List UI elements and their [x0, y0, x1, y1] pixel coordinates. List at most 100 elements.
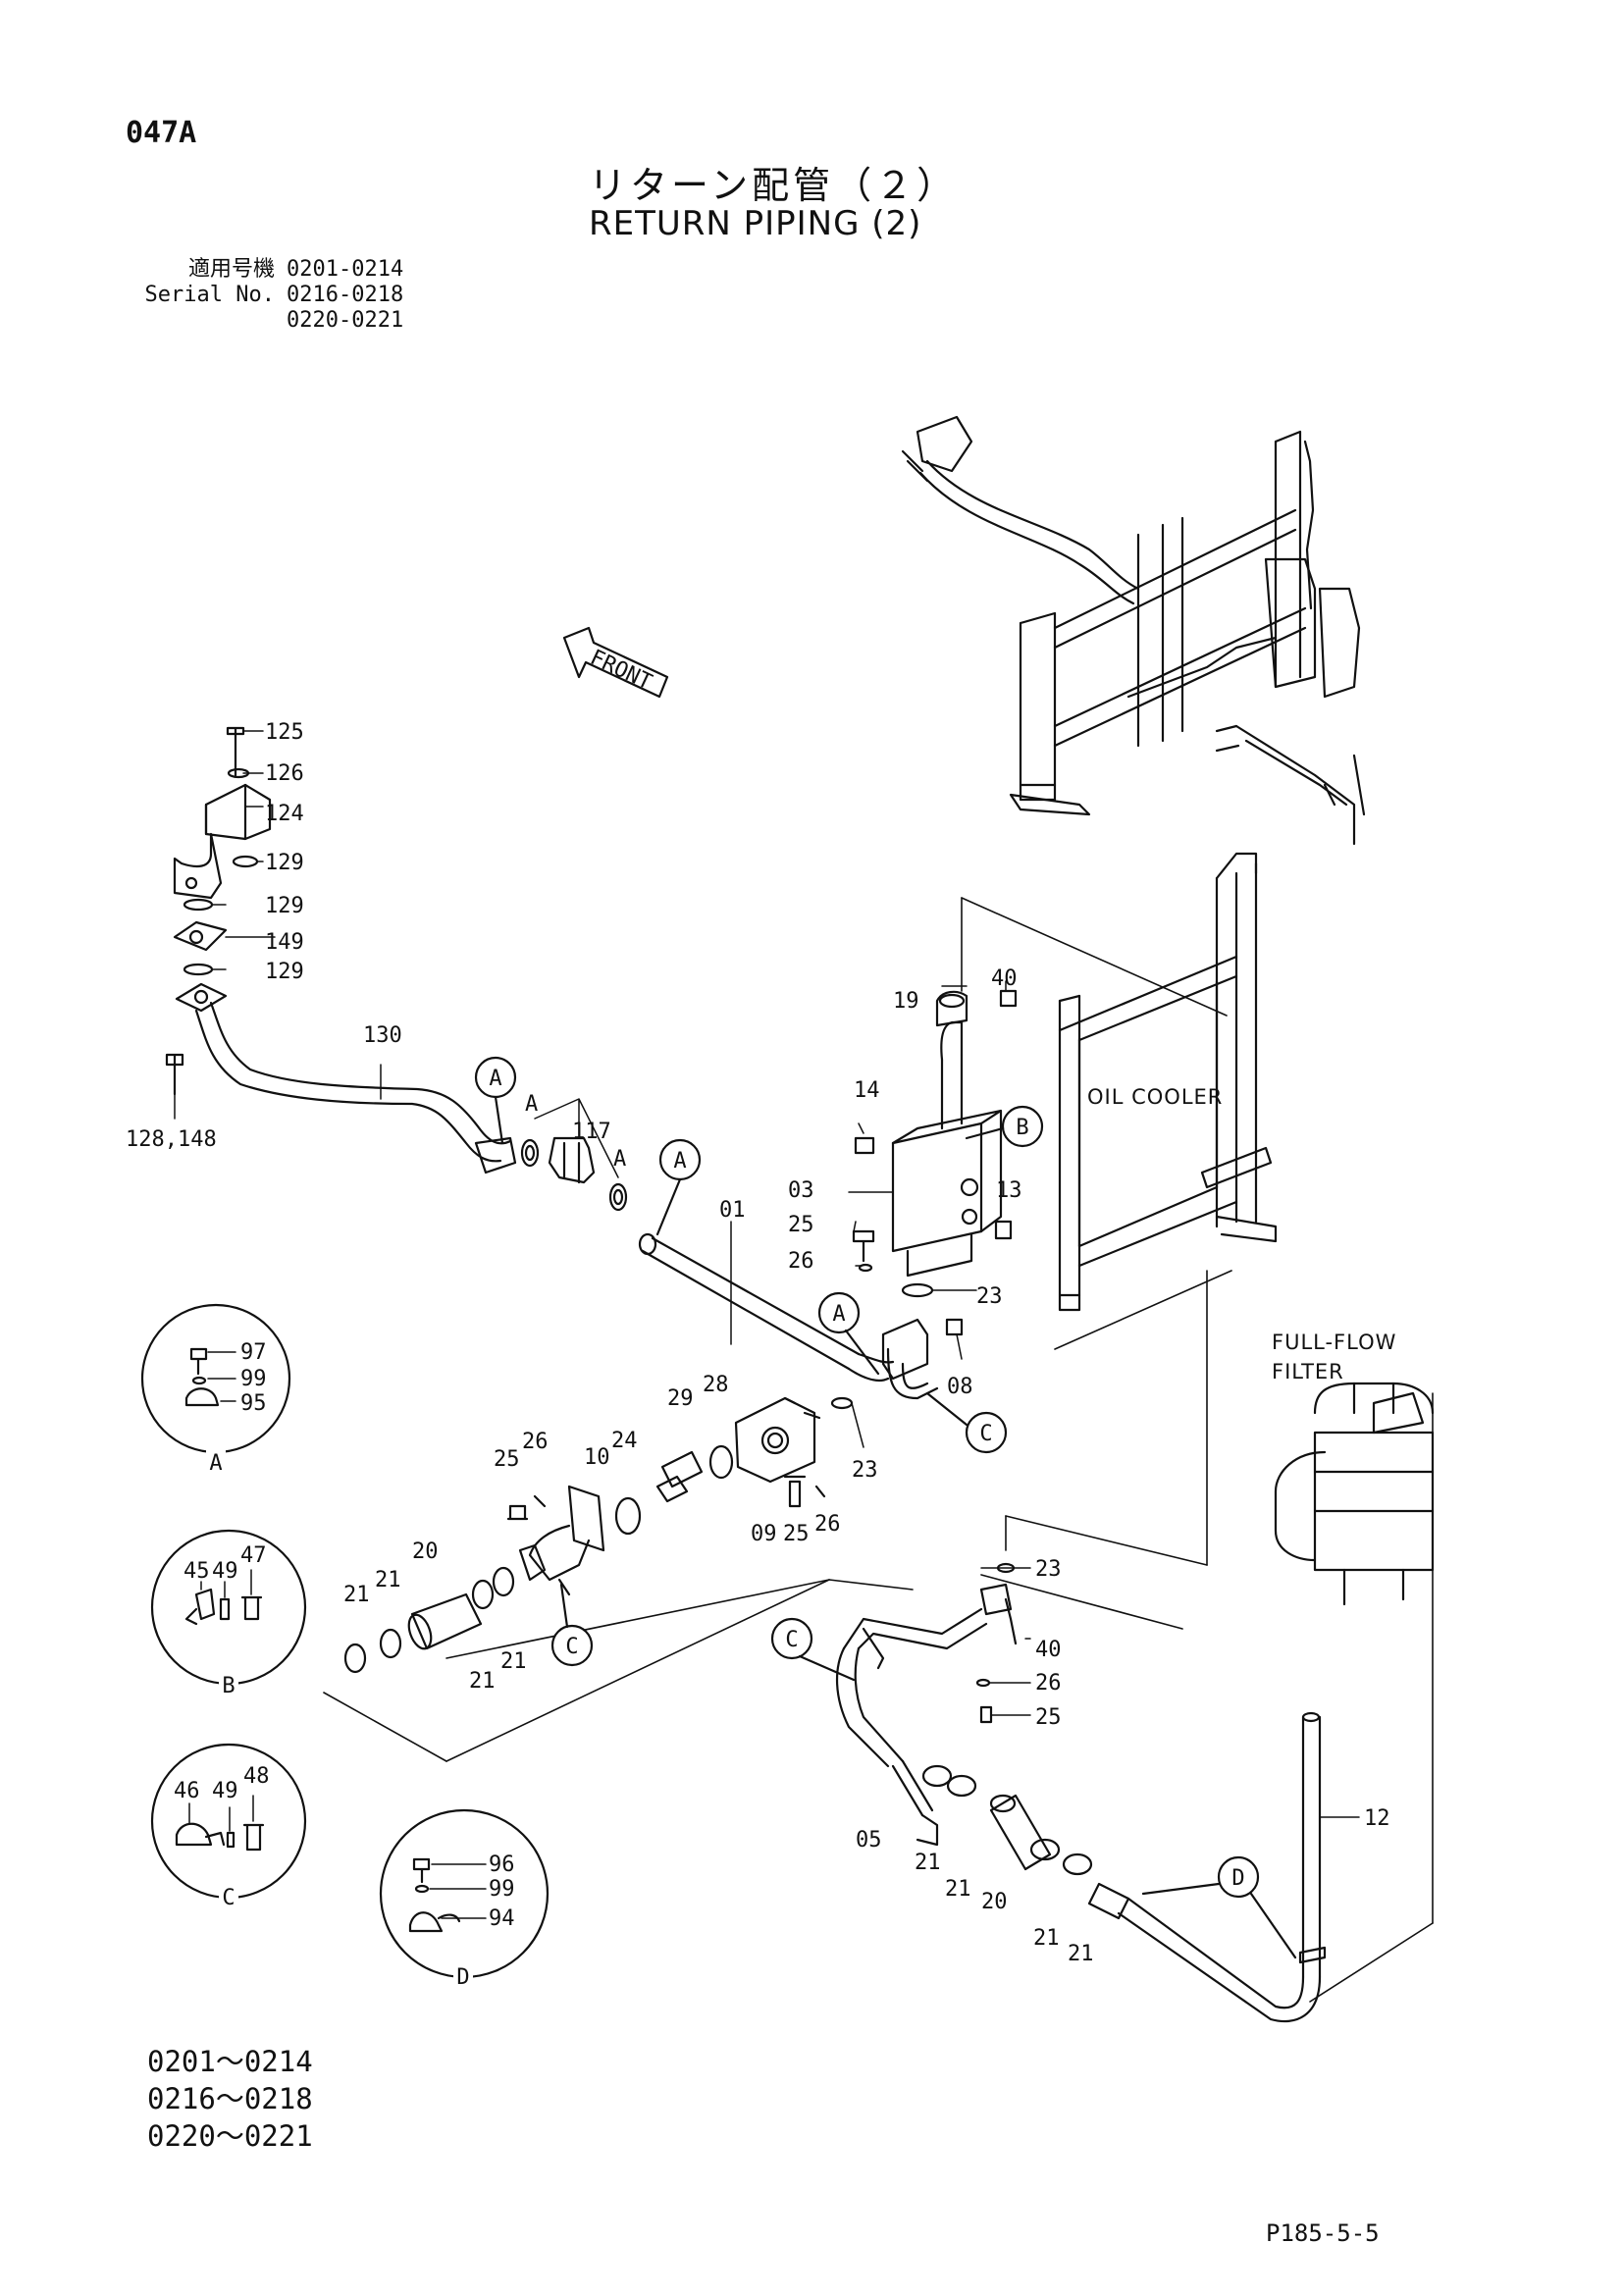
detail-c-part: 49: [212, 1779, 238, 1803]
part-label: 26: [788, 1249, 814, 1274]
callout-a-3: A: [817, 1291, 880, 1376]
detail-b-part: 49: [212, 1559, 238, 1584]
figure-reference: P185-5-5: [1266, 2219, 1380, 2247]
serial-number-block: 適用号機 0201-0214 Serial No. 0216-0218 0220…: [128, 257, 404, 334]
callout-c-3: C: [770, 1617, 856, 1682]
callout-a-2: A: [655, 1138, 702, 1236]
callout-c-1: C: [925, 1391, 1008, 1454]
serial-range: 0201-0214: [287, 257, 404, 282]
part-label: 23: [852, 1458, 878, 1483]
callout-bubbles: A A A B C C C: [474, 1056, 1297, 1959]
detail-view-b: 45 49 47 B: [150, 1529, 307, 1698]
page-number: 047A: [126, 116, 197, 150]
bolt-25: [852, 1229, 875, 1263]
bolt-25c: [783, 1475, 807, 1508]
full-flow-filter-illustration: FULL-FLOW FILTER: [1272, 1331, 1435, 1606]
bolt-25b: [506, 1504, 529, 1521]
part-label: 01: [719, 1198, 746, 1223]
callout-b: B: [965, 1105, 1044, 1148]
label-leaders: [174, 730, 1360, 1818]
detail-a-letter: A: [209, 1451, 222, 1476]
detail-d-part: 99: [489, 1877, 515, 1902]
bolt-25d: [979, 1705, 993, 1724]
oil-cooler-label: OIL COOLER: [1087, 1085, 1223, 1109]
detail-view-c: 46 49 48 C: [150, 1743, 307, 1910]
part-label: 26: [522, 1430, 549, 1454]
part-number-labels: 125 126 124 129 129 149 129 130 128,148 …: [126, 720, 1390, 1966]
part-label: 03: [788, 1178, 814, 1203]
part-label: 21: [945, 1877, 971, 1902]
tube-130: [194, 1001, 517, 1174]
adapter-117: [520, 1136, 628, 1212]
part-label: 23: [1035, 1557, 1062, 1582]
svg-text:D: D: [1231, 1866, 1244, 1891]
front-label: FRONT: [586, 646, 655, 696]
svg-text:C: C: [785, 1628, 798, 1652]
part-label: 12: [1364, 1806, 1390, 1831]
plug-40: [999, 989, 1018, 1008]
part-label: 21: [500, 1649, 527, 1674]
part-label: 20: [981, 1890, 1008, 1914]
hose-20-right: [989, 1794, 1052, 1871]
front-direction-arrow: FRONT: [562, 626, 669, 699]
callout-d: D: [1141, 1855, 1297, 1959]
title-japanese: リターン配管（２）: [589, 164, 959, 207]
part-label: 128,148: [126, 1127, 217, 1152]
fitting-29: [655, 1450, 704, 1503]
part-label: 25: [494, 1447, 520, 1472]
detail-b-part: 45: [183, 1559, 210, 1584]
clamps-21-right: [921, 1764, 1093, 1876]
detail-a-part: 99: [240, 1367, 267, 1391]
washer-26c: [814, 1485, 826, 1498]
part-label: 25: [1035, 1705, 1062, 1730]
serial-range: 0220-0221: [287, 308, 404, 333]
detail-d-part: 96: [489, 1852, 515, 1877]
serial-label-en: Serial No.: [144, 283, 275, 307]
svg-text:C: C: [979, 1422, 992, 1446]
serial-range-line: 0220～0221: [147, 2119, 313, 2153]
detail-a-part: 95: [240, 1391, 267, 1416]
part-label: 29: [667, 1386, 694, 1411]
detail-d-letter: D: [456, 1965, 469, 1990]
tube-05: [836, 1583, 1013, 1847]
washer-26: [858, 1263, 873, 1273]
serial-range-line: 0216～0218: [147, 2082, 313, 2115]
part-label: 05: [856, 1828, 882, 1852]
part-label: 149: [265, 930, 304, 955]
oring-28: [708, 1444, 734, 1480]
housing-10: [518, 1485, 605, 1596]
detail-view-a: 97 99 95 A: [140, 1303, 291, 1476]
part-label: 13: [996, 1178, 1022, 1203]
flange-stack-assembly: [173, 726, 272, 1013]
part-label: A: [613, 1147, 626, 1172]
part-label: 14: [854, 1078, 880, 1103]
part-label: 129: [265, 960, 304, 984]
detail-view-d: 96 99 94 D: [379, 1808, 550, 1990]
oring-23b: [830, 1396, 854, 1410]
part-label: 21: [343, 1583, 370, 1607]
part-label: 09: [751, 1522, 777, 1546]
plug-14: [854, 1136, 875, 1155]
part-label: 21: [469, 1669, 496, 1694]
part-label: 129: [265, 851, 304, 875]
part-label: 40: [1035, 1638, 1062, 1662]
detail-c-part: 48: [243, 1764, 270, 1789]
part-label: 25: [783, 1522, 810, 1546]
part-label: 40: [991, 966, 1018, 991]
part-label: A: [525, 1092, 538, 1117]
applicable-serial-ranges: 0201～0214 0216～0218 0220～0221: [147, 2043, 313, 2155]
callout-a-1: A: [474, 1056, 517, 1145]
svg-text:C: C: [565, 1635, 578, 1659]
serial-range: 0216-0218: [287, 283, 404, 307]
flange-09: [734, 1396, 821, 1484]
detail-d-part: 94: [489, 1906, 515, 1931]
pipe-01: [638, 1232, 895, 1383]
elbow-block-08: [881, 1318, 964, 1400]
part-label: 21: [1068, 1942, 1094, 1966]
leader-outline-lines: [323, 897, 1434, 2003]
part-label: 130: [363, 1023, 402, 1048]
filter-label-line1: FULL-FLOW: [1272, 1331, 1396, 1354]
part-label: 28: [703, 1373, 729, 1397]
detail-c-part: 46: [174, 1779, 200, 1803]
